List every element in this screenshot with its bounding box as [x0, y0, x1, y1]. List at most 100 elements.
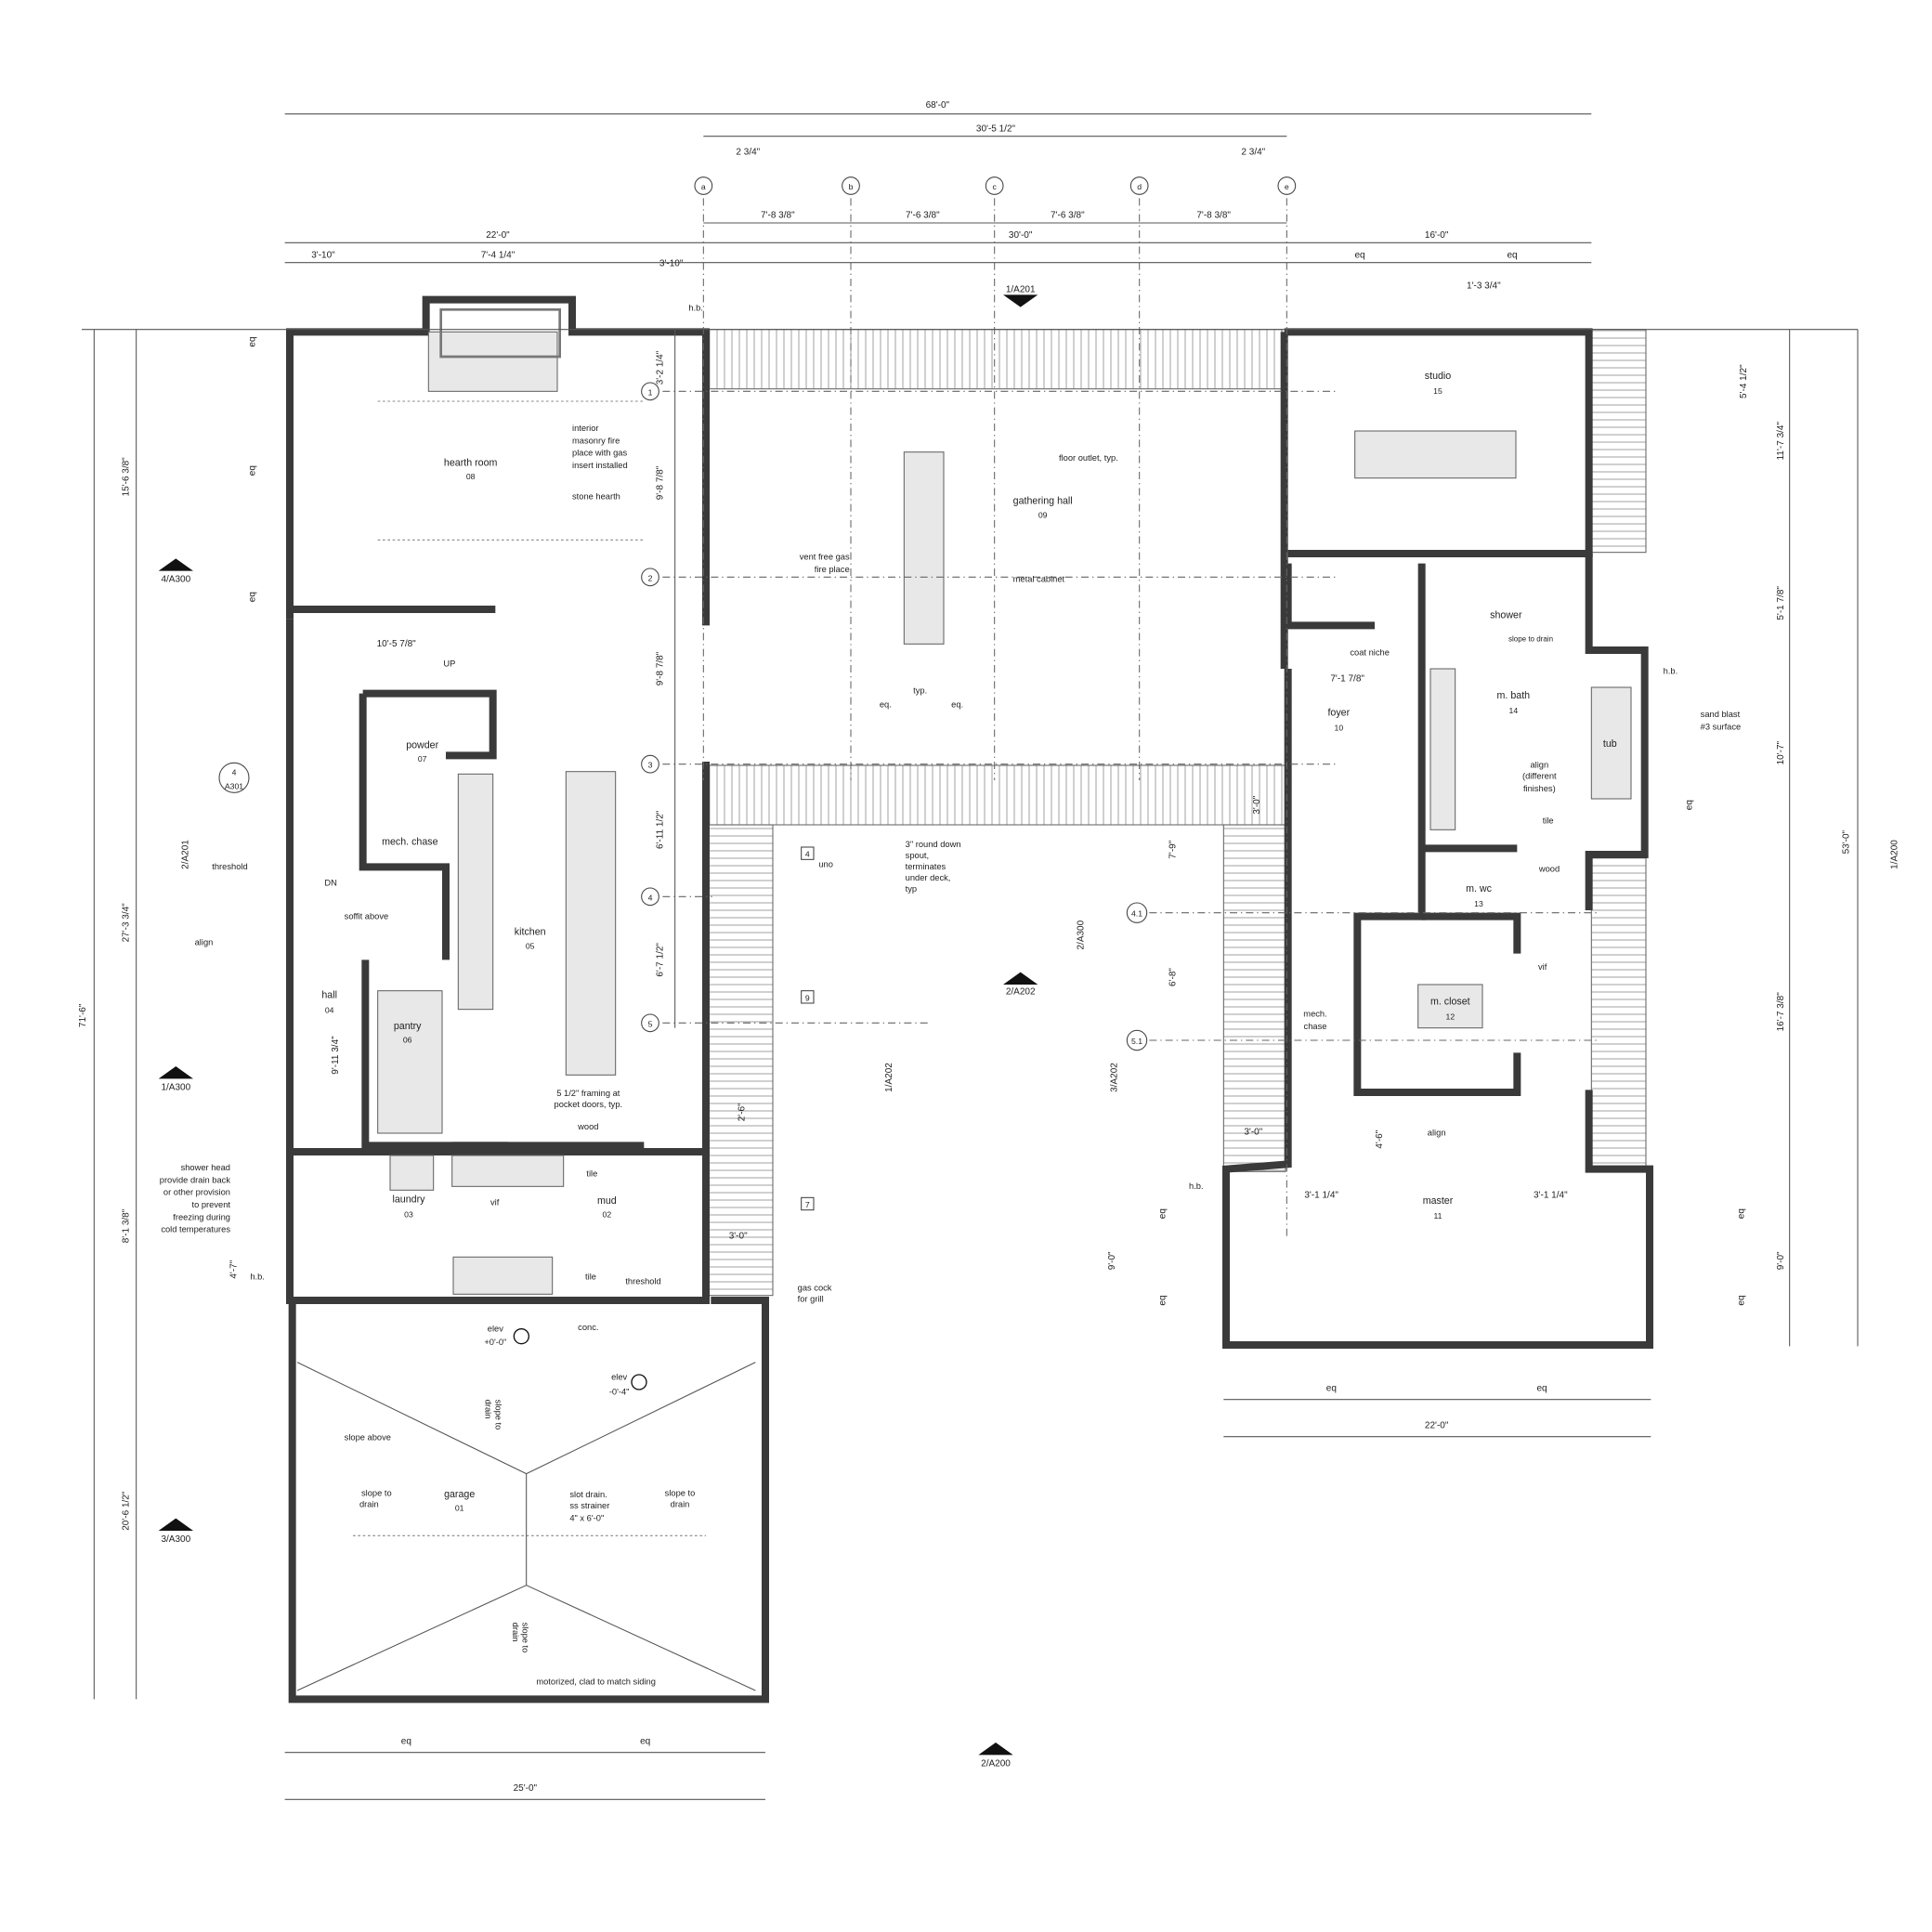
room-powder: powder [406, 739, 438, 751]
dim-grid-1: 3'-2 1/4" [655, 350, 665, 385]
grid-bubbles: a b c d e 1 2 3 4 5 4.1 5.1 4 A301 [218, 176, 1297, 1051]
note-hb: h.b. [1189, 1181, 1204, 1191]
elevation-marker [631, 1374, 647, 1390]
note-align-finishes: (different [1522, 772, 1557, 781]
dim-hall-depth: 27'-3 3/4" [122, 903, 132, 943]
room-number: 14 [1509, 706, 1519, 715]
room-number: 06 [403, 1036, 412, 1045]
grid-lines [296, 198, 1598, 1691]
dim-deck-b: 3'-0" [729, 1231, 748, 1241]
room-number: 01 [455, 1504, 464, 1513]
note-soffit: soffit above [345, 911, 389, 920]
dim-studio-depth: 11'-7 3/4" [1776, 422, 1786, 461]
grid-5: 5 [648, 1019, 653, 1028]
note-slope-above: slope above [345, 1433, 391, 1442]
room-number: 08 [466, 472, 476, 481]
note-slot-drain: slot drain. [569, 1490, 607, 1499]
section-1-a300: 1/A300 [161, 1082, 190, 1092]
dim-garage-width: 25'-0" [514, 1783, 538, 1794]
walls [286, 295, 1653, 1704]
note-mech-chase: mech. [1303, 1010, 1326, 1019]
note-slope-right: slope to [665, 1489, 696, 1498]
note-stone-hearth: stone hearth [572, 491, 620, 501]
note-elev2: -0'-4" [609, 1387, 630, 1396]
note-vent-fire: vent free gas [800, 553, 850, 562]
dim-overall-depth: 71'-6" [78, 1003, 88, 1027]
note-gas-cock: for grill [798, 1294, 824, 1303]
dim-center-wing: 30'-0" [1009, 230, 1033, 241]
dim-hearth-right: 3'-10" [659, 259, 684, 269]
dim-foyer: 7'-1 7/8" [1330, 673, 1364, 684]
room-mud: mud [597, 1195, 617, 1207]
note-vif: vif [490, 1197, 500, 1207]
note-dn: DN [324, 878, 336, 887]
dim-eq: eq [1326, 1383, 1337, 1393]
grid-a: a [701, 182, 706, 191]
note-elev1: +0'-0" [484, 1338, 506, 1347]
note-tile: tile [585, 1272, 596, 1281]
dim-eq: eq [1507, 250, 1517, 260]
section-markers: 1/A201 4/A300 1/A300 3/A300 2/A201 1/A20… [158, 285, 1900, 1769]
grid-b: b [849, 182, 854, 191]
dim-eq: eq [248, 592, 258, 602]
decks [705, 329, 1647, 1297]
note-conc: conc. [578, 1323, 598, 1332]
dim-eq: eq [1736, 1208, 1746, 1219]
room-m-bath: m. bath [1497, 690, 1531, 701]
dim-eq: eq [1354, 250, 1364, 260]
dim-right-overall: 53'-0" [1842, 829, 1852, 854]
section-1-a202: 1/A202 [884, 1063, 894, 1092]
room-garage: garage [444, 1489, 475, 1500]
room-number: 10 [1335, 724, 1344, 733]
note-slope-right: drain [671, 1500, 690, 1509]
room-number: 03 [404, 1210, 413, 1220]
note-fireplace: interior [572, 424, 599, 433]
dim-pantry: 9'-11 3/4" [331, 1036, 341, 1075]
dim-r-deck: 3'-0" [1244, 1127, 1262, 1137]
dim-grid-12: 9'-8 7/8" [655, 465, 665, 500]
note-hb: h.b. [1664, 666, 1678, 675]
room-kitchen: kitchen [515, 927, 546, 938]
dim-eq: eq [248, 336, 258, 346]
dim-bay-de: 7'-8 3/8" [1196, 211, 1231, 221]
room-tub: tub [1603, 738, 1617, 750]
room-m-wc: m. wc [1466, 883, 1492, 894]
annotations: interior masonry fire place with gas ins… [160, 304, 1741, 1687]
dim-stair: 10'-5 7/8" [377, 639, 417, 649]
note-motorized: motorized, clad to match siding [536, 1677, 656, 1686]
grid-c: c [993, 182, 998, 191]
room-number: 11 [1434, 1211, 1442, 1221]
note-wood: wood [577, 1122, 598, 1131]
room-m-closet: m. closet [1430, 996, 1470, 1007]
note-shower-head: to prevent [192, 1200, 231, 1209]
section-2-a201: 2/A201 [181, 840, 191, 869]
room-number: 07 [418, 754, 427, 764]
room-number: 02 [603, 1210, 612, 1220]
note-slot-drain: 4" x 6'-0" [569, 1513, 604, 1522]
note-slope-bottom: drain [511, 1623, 520, 1642]
note-spout: terminates [906, 862, 946, 871]
dim-offset-right: 2 3/4" [1241, 148, 1265, 158]
note-threshold: threshold [212, 862, 247, 871]
dim-master-depth: 9'-0" [1107, 1251, 1117, 1270]
room-number: 05 [526, 941, 535, 950]
note-slope-bottom: slope to [521, 1623, 530, 1653]
note-align: align [1428, 1129, 1446, 1138]
section-1-a201: 1/A201 [1006, 285, 1036, 295]
room-hall: hall [321, 990, 337, 1001]
note-fireplace: insert installed [572, 461, 628, 470]
keynote-7: 7 [805, 1200, 810, 1209]
section-1-a200: 1/A200 [1890, 840, 1900, 869]
dim-eq: eq [1158, 1295, 1168, 1305]
dim-studio-win: 5'-4 1/2" [1739, 364, 1749, 398]
room-number: 12 [1446, 1012, 1456, 1021]
note-up: UP [443, 659, 455, 668]
keynotes: 4 9 7 [801, 846, 815, 1211]
room-number: 04 [325, 1006, 334, 1015]
grid-2: 2 [648, 573, 653, 582]
note-metal-cabinet: metal cabinet [1013, 575, 1065, 584]
note-typ: typ. [913, 686, 927, 696]
note-sand-blast: sand blast [1701, 710, 1741, 719]
note-spout: typ [906, 884, 917, 894]
detail-number: 4 [232, 768, 237, 777]
